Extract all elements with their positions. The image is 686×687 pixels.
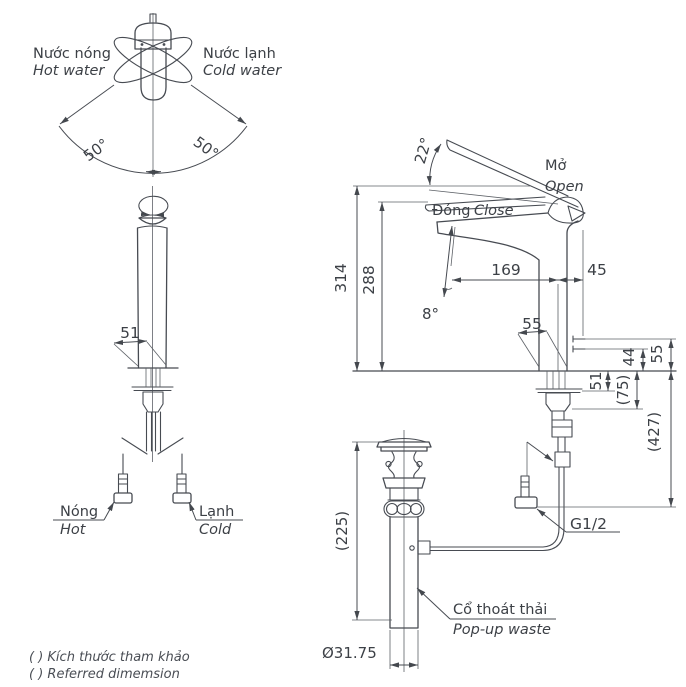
handle-position-front xyxy=(140,47,167,101)
dim-pipe-diameter: Ø31.75 xyxy=(322,644,377,662)
popup-label-vi: Cổ thoát thải xyxy=(453,601,547,618)
angle-spout-label: 8° xyxy=(422,305,439,323)
hot-water-label-en: Hot water xyxy=(33,63,105,79)
hot-label-vi: Nóng xyxy=(60,504,98,520)
cold-connector xyxy=(172,473,192,504)
close-label-vi: Đóng xyxy=(432,203,471,219)
lever-open xyxy=(446,139,579,208)
open-label-vi: Mở xyxy=(545,158,567,174)
cold-water-label-en: Cold water xyxy=(203,63,282,79)
open-label-en: Open xyxy=(545,179,584,195)
hot-connector xyxy=(113,473,133,504)
dim-base-51: 51 xyxy=(120,324,140,342)
footnote: ( ) Kích thước tham khảo ( ) Referred di… xyxy=(29,650,190,682)
dim-height-open: 314 xyxy=(332,263,350,293)
hot-label-en: Hot xyxy=(60,522,87,538)
handle-tip xyxy=(567,205,586,222)
front-view: 51 Nóng Hot xyxy=(53,186,243,538)
dim-hose: (427) xyxy=(645,412,663,452)
lever-closed xyxy=(424,196,546,212)
footnote-line2: ( ) Referred dimemsion xyxy=(29,667,180,682)
hot-water-label-vi: Nước nóng xyxy=(33,46,111,62)
handle-position-right xyxy=(113,36,193,84)
dim-outlet-b: 55 xyxy=(648,344,666,363)
angle-right-label: 50° xyxy=(190,133,222,163)
spout-top xyxy=(436,212,549,223)
dim-base-55: 55 xyxy=(522,315,542,333)
popup-waste: (225) Cổ thoát thải Pop-up waste Ø31.75 xyxy=(322,430,556,672)
close-label-en: Close xyxy=(474,203,514,219)
spout-underside xyxy=(436,221,540,372)
dim-reach: 169 xyxy=(491,261,521,279)
dim-deck: 51 xyxy=(587,371,605,390)
footnote-line1: ( ) Kích thước tham khảo xyxy=(29,650,190,665)
body-right-edge xyxy=(566,220,579,372)
tail-pipe xyxy=(389,516,419,629)
angle-handle-label: 22° xyxy=(411,135,436,166)
top-view: 50° 50° Nước nóng Hot water Nước lạnh Co… xyxy=(33,13,282,177)
dim-popup-height: (225) xyxy=(333,511,351,551)
side-view: 22° Mở Open Đóng Close 314 288 8° 169 45… xyxy=(332,135,677,552)
popup-label-en: Pop-up waste xyxy=(453,622,551,638)
handle-position-left xyxy=(113,36,193,84)
dim-handle: 45 xyxy=(587,261,607,279)
dim-height-spout: 288 xyxy=(360,265,378,295)
dim-shank: (75) xyxy=(614,375,632,406)
thread-label: G1/2 xyxy=(570,515,607,533)
cold-label-vi: Lạnh xyxy=(199,504,234,520)
angle-left-label: 50° xyxy=(80,135,112,165)
rotate-indicator xyxy=(138,195,169,218)
dim-outlet-a: 44 xyxy=(620,347,638,366)
cold-label-en: Cold xyxy=(199,522,232,538)
cold-water-label-vi: Nước lạnh xyxy=(203,46,276,62)
g-half-connector xyxy=(514,475,538,509)
